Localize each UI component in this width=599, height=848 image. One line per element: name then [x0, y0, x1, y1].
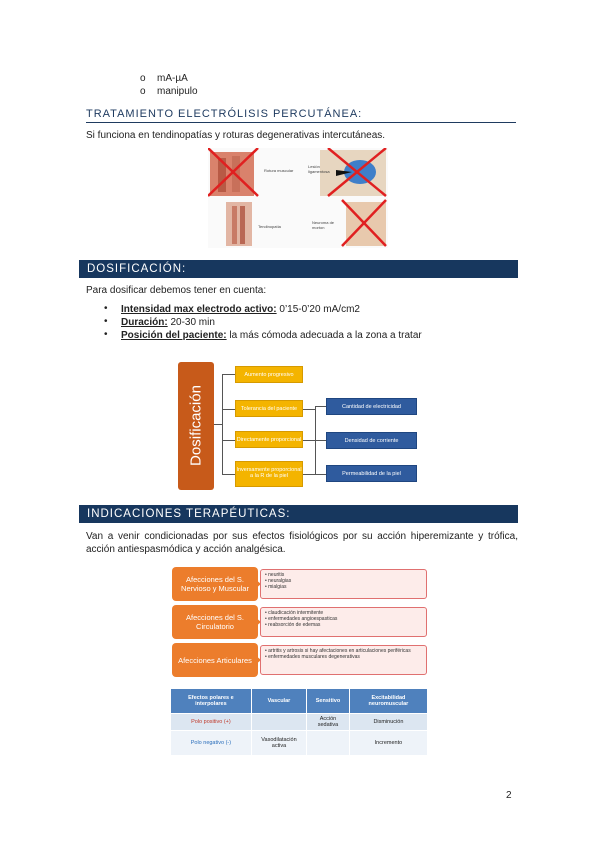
- dosage-item: Duración: 20-30 min: [121, 317, 215, 328]
- indication-list: • neuritis • neuralgias • mialgias: [260, 569, 427, 599]
- indications-diagram: Afecciones del S. Nervioso y Muscular • …: [172, 567, 427, 677]
- image-label: Lesión ligamentosa: [308, 164, 330, 174]
- indication-title: Afecciones del S. Nervioso y Muscular: [172, 567, 258, 601]
- table-row: Polo negativo (-) Vasodilatación activa …: [170, 730, 429, 756]
- indication-item: claudicación intermitente: [268, 610, 324, 616]
- list-item: mA-µA: [157, 73, 188, 84]
- list-bullet: o: [140, 86, 146, 97]
- indication-item: artritis y artrosis si hay afectaciones …: [268, 648, 411, 654]
- table-row: Polo positivo (+) Acción sedativa Dismin…: [170, 713, 429, 731]
- diagram-box: Cantidad de electricidad: [326, 398, 417, 415]
- indication-item: enfermedades angioespasticas: [268, 616, 338, 622]
- table-cell: Vasodilatación activa: [250, 730, 308, 756]
- table-cell: Acción sedativa: [306, 713, 350, 731]
- table-header: Excitabilidad neuromuscular: [348, 688, 429, 714]
- bullet-dot: •: [104, 329, 108, 340]
- image-label: Tendinopatía: [258, 224, 281, 229]
- effects-table: Efectos polares e interpolares Vascular …: [170, 688, 429, 756]
- table-header: Efectos polares e interpolares: [170, 688, 252, 714]
- dosage-diagram: Dosificación Aumento progresivo Toleranc…: [178, 354, 418, 496]
- dosage-label: Intensidad max electrodo activo:: [121, 304, 277, 315]
- list-bullet: o: [140, 73, 146, 84]
- indication-item: reabsorción de edemas: [268, 622, 321, 628]
- table-cell: Incremento: [348, 730, 429, 756]
- dosage-label: Duración:: [121, 317, 168, 328]
- diagram-box: Directamente proporcional: [235, 431, 303, 448]
- table-cell: [306, 730, 350, 756]
- table-header: Vascular: [250, 688, 308, 714]
- indication-item: neuritis: [268, 572, 285, 578]
- pathology-image-panel: Rotura muscular Lesión ligamentosa Tendi…: [207, 147, 388, 248]
- indication-title: Afecciones Articulares: [172, 643, 258, 677]
- section-text: Van a venir condicionadas por sus efecto…: [86, 531, 518, 555]
- diagram-main-label: Dosificación: [187, 385, 205, 466]
- diagram-main-box: Dosificación: [178, 362, 214, 490]
- section-title-indicaciones: INDICACIONES TERAPÉUTICAS:: [79, 505, 518, 523]
- diagram-box: Densidad de corriente: [326, 432, 417, 449]
- image-label: Neuroma de morton: [312, 220, 335, 230]
- table-cell: Polo positivo (+): [170, 713, 252, 731]
- indication-item: mialgias: [268, 584, 287, 590]
- dosage-item: Intensidad max electrodo activo: 0’15-0’…: [121, 304, 360, 315]
- indication-item: neuralgias: [268, 578, 292, 584]
- table-cell: Disminución: [348, 713, 429, 731]
- section-title-dosificacion: DOSIFICACIÓN:: [79, 260, 518, 278]
- dosage-label: Posición del paciente:: [121, 330, 227, 341]
- diagram-box: Aumento progresivo: [235, 366, 303, 383]
- dosage-value: 0’15-0’20 mA/cm2: [276, 304, 360, 315]
- indication-item: enfermedades musculares degenerativas: [268, 654, 360, 660]
- page-number: 2: [506, 790, 512, 801]
- dosage-item: Posición del paciente: la más cómoda ade…: [121, 330, 422, 341]
- table-cell: [250, 713, 308, 731]
- indication-title: Afecciones del S. Circulatorio: [172, 605, 258, 639]
- section-text: Si funciona en tendinopatías y roturas d…: [86, 130, 386, 141]
- diagram-box: Tolerancia del paciente: [235, 400, 303, 417]
- dosage-value: 20-30 min: [167, 317, 215, 328]
- indication-list: • claudicación intermitente • enfermedad…: [260, 607, 427, 637]
- section-intro: Para dosificar debemos tener en cuenta:: [86, 285, 267, 296]
- bullet-dot: •: [104, 316, 108, 327]
- diagram-box: Permeabilidad de la piel: [326, 465, 417, 482]
- list-item: manipulo: [157, 86, 198, 97]
- pathology-illustration: [207, 147, 387, 247]
- table-header: Sensitivo: [306, 688, 350, 714]
- indication-list: • artritis y artrosis si hay afectacione…: [260, 645, 427, 675]
- image-label: Rotura muscular: [264, 168, 294, 173]
- dosage-value: la más cómoda adecuada a la zona a trata…: [226, 330, 422, 341]
- section-title-electrolisis: TRATAMIENTO ELECTRÓLISIS PERCUTÁNEA:: [86, 108, 516, 123]
- bullet-dot: •: [104, 303, 108, 314]
- table-cell: Polo negativo (-): [170, 730, 252, 756]
- diagram-box: Inversamente proporcional a la R de la p…: [235, 461, 303, 487]
